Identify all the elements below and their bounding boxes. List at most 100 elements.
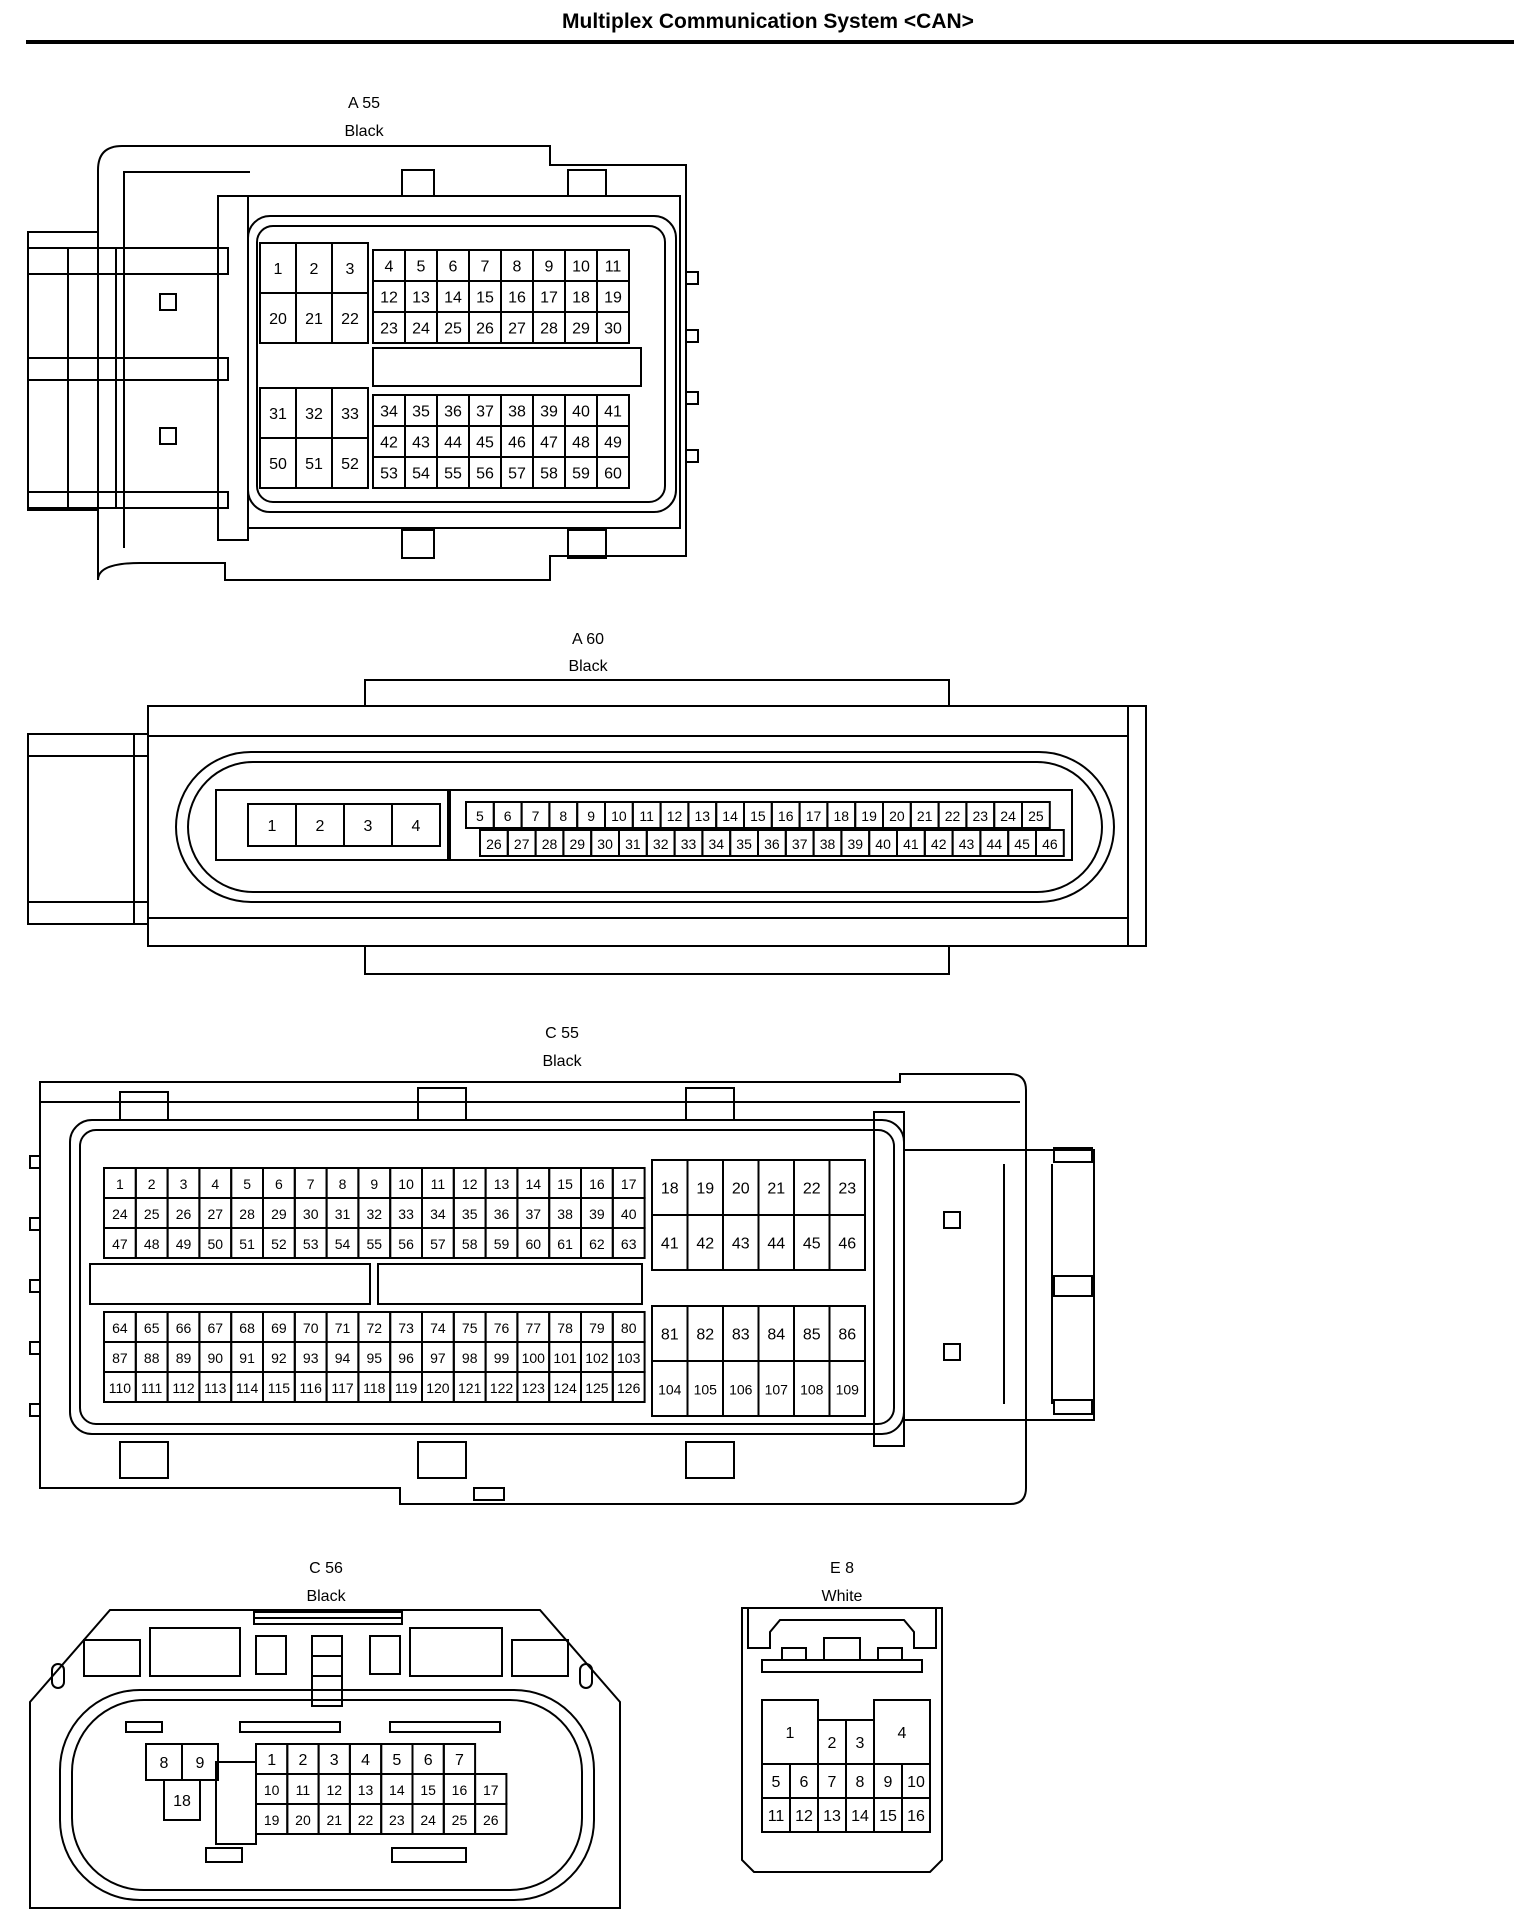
e8-color: White (822, 1588, 863, 1605)
pin-number: 13 (695, 808, 711, 824)
pin-number: 33 (398, 1206, 414, 1222)
pin-number: 2 (310, 261, 319, 278)
pin-number: 22 (341, 311, 359, 328)
a60-color: Black (568, 658, 608, 675)
a55-color: Black (344, 123, 384, 140)
pin-number: 19 (604, 290, 622, 307)
pin-number: 83 (732, 1327, 750, 1344)
pin-number: 120 (426, 1380, 450, 1396)
pin-cell (331, 292, 369, 344)
pin-number: 37 (792, 836, 808, 852)
pin-number: 105 (694, 1382, 718, 1398)
e8-id: E 8 (830, 1560, 854, 1577)
pin-number: 16 (907, 1808, 925, 1825)
c56-color: Black (306, 1588, 346, 1605)
pin-number: 65 (144, 1320, 160, 1336)
pin-number: 2 (148, 1176, 156, 1192)
pin-number: 39 (848, 836, 864, 852)
pin-number: 93 (303, 1350, 319, 1366)
pin-number: 1 (267, 1752, 276, 1769)
pin-number: 36 (444, 404, 462, 421)
pin-number: 100 (522, 1350, 546, 1366)
pin-number: 17 (806, 808, 822, 824)
pin-number: 76 (494, 1320, 510, 1336)
pin-number: 25 (144, 1206, 160, 1222)
pin-number: 74 (430, 1320, 446, 1336)
pin-number: 11 (296, 1782, 311, 1798)
pin-number: 11 (605, 259, 622, 276)
a60-id: A 60 (572, 631, 604, 648)
pin-number: 55 (367, 1236, 383, 1252)
pin-number: 26 (483, 1812, 499, 1828)
pin-number: 26 (486, 836, 502, 852)
pin-number: 29 (271, 1206, 287, 1222)
a55-id: A 55 (348, 95, 380, 112)
pin-number: 35 (462, 1206, 478, 1222)
pin-number: 92 (271, 1350, 287, 1366)
pin-number: 80 (621, 1320, 637, 1336)
pin-number: 5 (417, 259, 426, 276)
pin-cell (163, 1779, 201, 1821)
pin-number: 2 (298, 1752, 307, 1769)
pin-number: 23 (973, 808, 989, 824)
pin-number: 23 (389, 1812, 405, 1828)
pin-number: 90 (208, 1350, 224, 1366)
pin-number: 50 (208, 1236, 224, 1252)
pin-number: 38 (557, 1206, 573, 1222)
pin-number: 94 (335, 1350, 351, 1366)
pin-cell (901, 1797, 931, 1833)
pin-number: 18 (173, 1793, 191, 1810)
pin-number: 31 (335, 1206, 351, 1222)
pin-number: 15 (476, 290, 494, 307)
pin-number: 87 (112, 1350, 128, 1366)
pin-number: 11 (431, 1176, 446, 1192)
pin-number: 10 (572, 259, 590, 276)
pin-number: 6 (504, 808, 512, 824)
pin-number: 30 (303, 1206, 319, 1222)
pin-number: 67 (208, 1320, 224, 1336)
pin-number: 69 (271, 1320, 287, 1336)
pin-number: 39 (589, 1206, 605, 1222)
pin-number: 50 (269, 456, 287, 473)
pin-number: 8 (856, 1774, 865, 1791)
pin-number: 63 (621, 1236, 637, 1252)
pin-number: 70 (303, 1320, 319, 1336)
pin-number: 16 (589, 1176, 605, 1192)
pin-number: 110 (109, 1380, 132, 1396)
pin-number: 58 (462, 1236, 478, 1252)
pin-number: 16 (778, 808, 794, 824)
pin-number: 12 (667, 808, 683, 824)
pin-number: 122 (490, 1380, 514, 1396)
pin-number: 125 (585, 1380, 609, 1396)
pin-number: 6 (449, 259, 458, 276)
pin-number: 73 (398, 1320, 414, 1336)
pin-cell (1035, 829, 1065, 857)
pin-number: 99 (494, 1350, 510, 1366)
pin-number: 5 (476, 808, 484, 824)
pin-number: 10 (398, 1176, 414, 1192)
c55-color: Black (542, 1053, 582, 1070)
pin-number: 45 (476, 435, 494, 452)
pin-number: 3 (856, 1735, 865, 1752)
pin-number: 21 (767, 1181, 785, 1198)
pin-number: 42 (931, 836, 947, 852)
pin-number: 111 (141, 1380, 162, 1396)
pin-number: 126 (617, 1380, 641, 1396)
pin-number: 60 (604, 466, 622, 483)
c55-id: C 55 (545, 1025, 579, 1042)
pin-number: 51 (239, 1236, 255, 1252)
pin-number: 101 (553, 1350, 577, 1366)
pin-number: 22 (945, 808, 961, 824)
pin-number: 96 (398, 1350, 414, 1366)
pin-number: 18 (661, 1181, 679, 1198)
pin-cell (391, 803, 441, 847)
pin-number: 13 (412, 290, 430, 307)
pin-number: 24 (420, 1812, 436, 1828)
pin-number: 116 (300, 1380, 323, 1396)
pin-number: 15 (879, 1808, 897, 1825)
pin-number: 40 (572, 404, 590, 421)
pin-number: 57 (508, 466, 526, 483)
pin-number: 60 (526, 1236, 542, 1252)
pin-number: 2 (828, 1735, 837, 1752)
pin-number: 15 (420, 1782, 436, 1798)
